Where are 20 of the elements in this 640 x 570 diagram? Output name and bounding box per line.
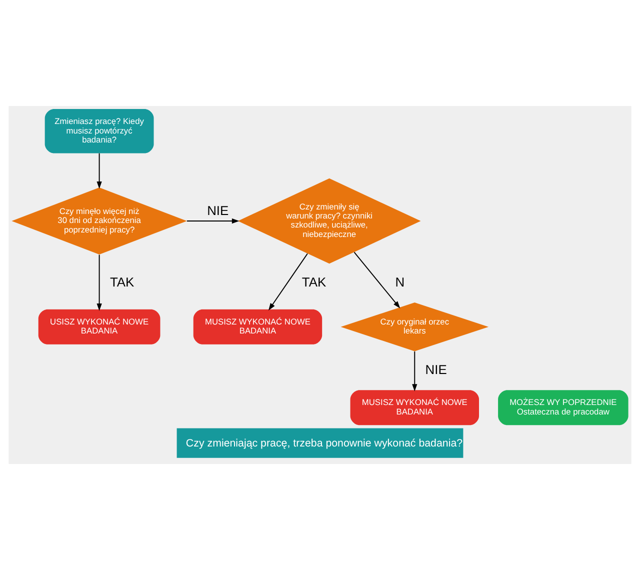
edge-label: TAK xyxy=(110,274,134,290)
arrow xyxy=(96,152,102,189)
edge-label: NIE xyxy=(425,362,447,378)
edge-label: NIE xyxy=(207,203,229,218)
arrow xyxy=(96,254,102,311)
arrow xyxy=(186,218,240,224)
node-box: MUSISZ WYKONAĆ NOWE BADANIA xyxy=(193,309,322,344)
node-diamond: Czy zmieniły się warunk pracy? czynniki szkodliwe, uciążliwe, niebezpieczne xyxy=(238,178,421,264)
node-diamond: Czy minęło więcej niż 30 dni od zakończenia poprzedniej pracy? xyxy=(12,188,187,255)
node-box: Zmieniasz pracę? Kiedy musisz powtórzyć badania? xyxy=(44,109,154,154)
caption: Czy zmieniając pracę, trzeba ponownie wykonać badania? xyxy=(186,437,463,450)
node-box: USISZ WYKONAĆ NOWE BADANIA xyxy=(38,309,160,344)
arrow xyxy=(412,350,418,392)
node-box: MUSISZ WYKONAĆ NOWE BADANIA xyxy=(350,390,479,426)
node-diamond: Czy oryginał orzec lekars xyxy=(340,302,489,352)
edge-label: TAK xyxy=(302,274,326,290)
arrow xyxy=(354,252,400,308)
edge-label: N xyxy=(395,274,405,290)
node-box: MOŻESZ WY POPRZEDNIE Ostateczna de pracodaw xyxy=(498,390,628,426)
arrow xyxy=(268,253,308,311)
